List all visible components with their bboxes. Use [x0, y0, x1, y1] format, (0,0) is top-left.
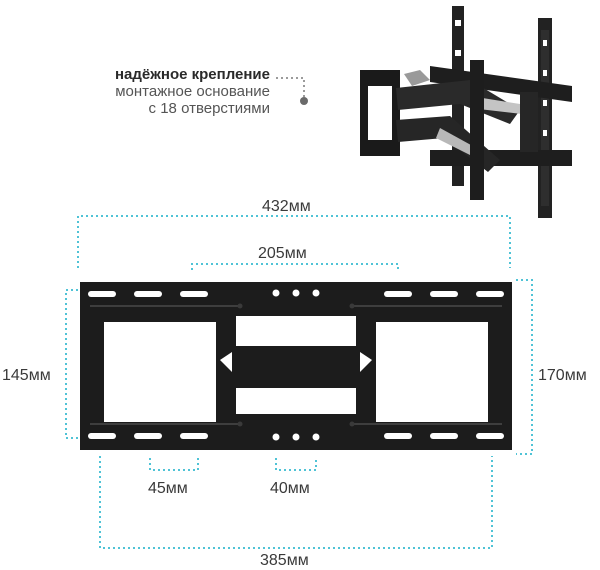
- dim-line-45: [149, 458, 199, 471]
- dim-label-170: 170мм: [538, 367, 587, 384]
- callout-leader: [276, 77, 305, 98]
- dim-line-385: [99, 456, 493, 549]
- callout: надёжное крепление монтажное основание с…: [90, 66, 270, 117]
- dim-line-170: [516, 279, 533, 455]
- callout-dot: [300, 97, 308, 105]
- callout-line-2: с 18 отверстиями: [148, 100, 270, 117]
- callout-title: надёжное крепление: [114, 66, 270, 83]
- dim-label-45: 45мм: [148, 480, 188, 497]
- mounting-plate: [80, 282, 512, 450]
- dim-label-432: 432мм: [262, 198, 311, 215]
- dim-label-40: 40мм: [270, 480, 310, 497]
- dim-line-40: [275, 458, 317, 471]
- dim-label-385: 385мм: [260, 552, 309, 569]
- dim-label-205: 205мм: [258, 245, 307, 262]
- dim-line-205: [191, 263, 399, 270]
- dim-label-145: 145мм: [2, 367, 51, 384]
- product-photo: [360, 6, 572, 218]
- callout-line-1: монтажное основание: [115, 83, 270, 100]
- dim-line-145: [65, 289, 78, 439]
- dim-line-432: [77, 215, 511, 268]
